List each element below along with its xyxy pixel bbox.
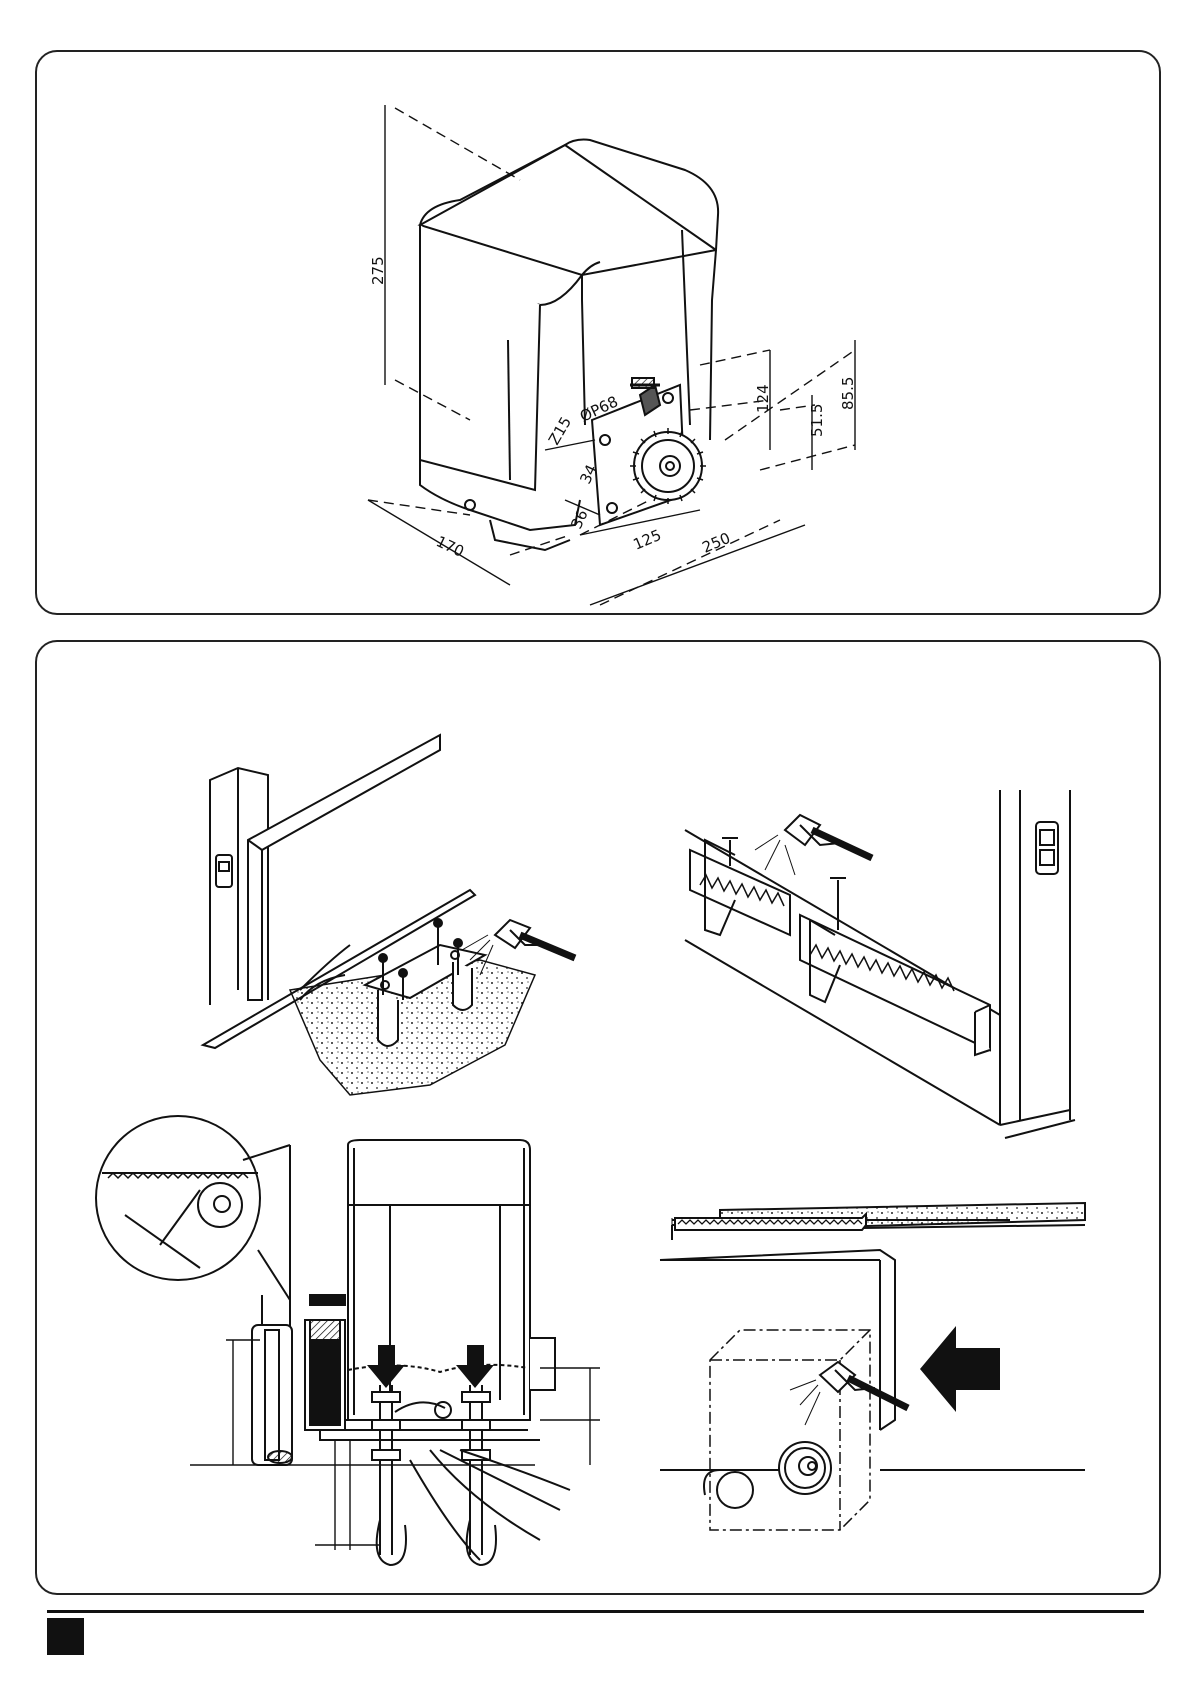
dim-height-label: 275	[369, 256, 387, 285]
footer-rule	[47, 1610, 1144, 1613]
dim-length-label: 250	[700, 529, 733, 557]
welder-torch-icon	[755, 815, 872, 875]
pinion-gear-icon	[704, 1442, 831, 1508]
rack-teeth-icon	[690, 850, 990, 1055]
page-marker	[47, 1618, 84, 1655]
dim-85-5-label: 85.5	[839, 377, 857, 410]
dim-offset-label: 125	[631, 526, 664, 554]
arrow-left-icon	[920, 1326, 1000, 1412]
dim-51-5-label: 51.5	[808, 404, 826, 437]
pinion-teeth-label: Z15	[545, 414, 575, 448]
dim-124-label: 124	[754, 384, 772, 413]
rack-alignment-drawing	[660, 1203, 1085, 1470]
pinion-gear-icon	[630, 428, 706, 504]
magnifier-detail	[96, 1116, 290, 1300]
